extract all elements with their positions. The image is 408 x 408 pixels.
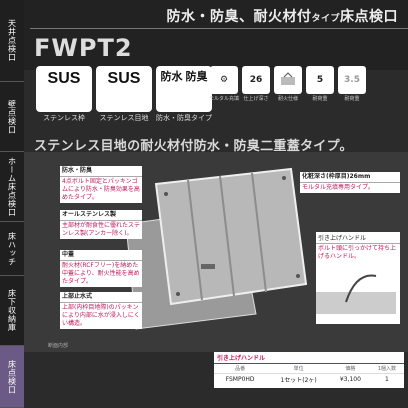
nav-item-floor-hatch[interactable]: 床ハッチ (0, 222, 24, 276)
callout-waterproof: 防水・防臭 4点ボルト固定とパッキンゴムにより防水・防臭効果を高めたタイプ。 (60, 166, 142, 203)
header: 防水・防臭、耐火材付タイプ床点検口 FWPT2 (24, 0, 408, 70)
feature-label: 耐火仕様 (277, 96, 298, 102)
feature-label: 耐荷重 (344, 96, 360, 102)
nav-item-underfloor[interactable]: 床下収納庫 (0, 276, 24, 346)
feature-label: 耐荷重 (312, 96, 328, 102)
spec-table: 引き上げハンドル 品番 単位 価格 1梱入数 FSMP0HD 1セット(2ヶ) … (214, 352, 404, 388)
nav-item-home-floor[interactable]: ホーム床点検口 (0, 152, 24, 222)
nav-label: 床下収納庫 (7, 289, 17, 332)
table-cell: FSMP0HD (225, 376, 255, 383)
load-icon: 5 (306, 66, 334, 94)
badge-sus-frame: SUS (36, 66, 92, 112)
table-cell: 1 (385, 376, 389, 383)
page-title: 防水・防臭、耐火材付タイプ床点検口 (166, 9, 398, 25)
tagline: ステンレス目地の耐火材付防水・防臭二重蓋タイプ。 (34, 139, 353, 154)
badge-sus-joint: SUS (96, 66, 152, 112)
feature-label: 仕上げ深さ (243, 96, 269, 102)
column-header: 単位 (266, 364, 331, 374)
nav-label: 床点検口 (7, 359, 17, 394)
product-image (125, 167, 308, 330)
nav-item-wall[interactable]: 壁点検口 (0, 82, 24, 152)
model-number: FWPT2 (34, 34, 133, 62)
column-header: 品番 (214, 364, 267, 374)
header-divider (30, 28, 408, 29)
table-cell: 1セット(2ヶ) (280, 377, 317, 384)
mortar-icon: ⚙ (210, 66, 238, 94)
nav-item-floor-access[interactable]: 床点検口 (0, 346, 24, 408)
table-cell: ¥3,100 (339, 376, 361, 383)
table-row: FSMP0HD 1セット(2ヶ) ¥3,100 1 (214, 374, 404, 386)
nav-label: 壁点検口 (7, 99, 17, 134)
depth-icon: 26 (242, 66, 270, 94)
callout-inner-lid: 中蓋 耐火材(RCFフリー)を納めた中蓋により、耐火性能を高めたタイプ。 (60, 250, 142, 287)
feature-label: モルタル充填 (208, 96, 239, 102)
handle-panel: 引き上げハンドル ボルト頭に引っかけて持ち上げるハンドル。 (316, 232, 400, 324)
section-caption: 断面内部 (48, 343, 69, 349)
badge-label: ステンレス枠 (43, 114, 85, 122)
nav-label: 床ハッチ (7, 231, 17, 266)
badge-label: 防水・防臭タイプ (156, 114, 212, 122)
fireproof-icon (274, 66, 302, 94)
nav-item-ceiling[interactable]: 天井点検口 (0, 0, 24, 82)
column-header: 1梱入数 (369, 364, 404, 374)
nav-label: ホーム床点検口 (7, 156, 17, 217)
callout-all-stainless: オールステンレス製 主部材が耐食性に優れたステンレス製(アンカー除く)。 (60, 210, 142, 239)
badge-waterproof: 防水 防臭 (156, 66, 212, 112)
nav-label: 天井点検口 (7, 19, 17, 62)
column-header: 価格 (330, 364, 370, 374)
badge-label: ステンレス目地 (99, 114, 149, 122)
callout-top-seal: 上部止水式 上部(内枠目地際)のパッキンにより内部に水が浸入しにくい構造。 (60, 292, 142, 329)
side-nav: 天井点検口 壁点検口 ホーム床点検口 床ハッチ 床下収納庫 床点検口 (0, 0, 24, 408)
load-alt-icon: 3.5 (338, 66, 366, 94)
handle-image (316, 274, 396, 314)
callout-depth: 化粧深さ(枠厚目)26mm モルタル充填専用タイプ。 (300, 172, 400, 193)
